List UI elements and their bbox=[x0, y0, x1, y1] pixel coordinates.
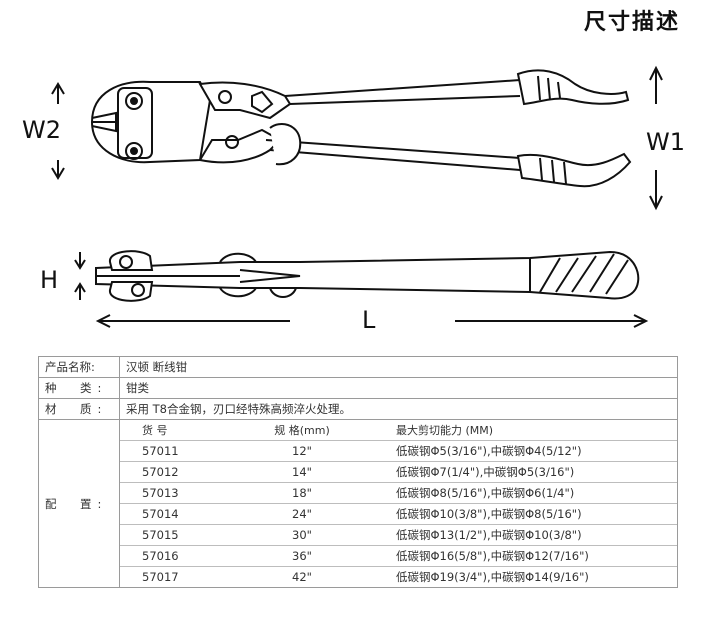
product-material-row: 材 质: 采用 T8合金钢，刃口经特殊高频淬火处理。 bbox=[38, 398, 678, 420]
w1-label: W1 bbox=[646, 128, 685, 156]
product-type-row: 种 类: 钳类 bbox=[38, 377, 678, 399]
item-code: 57015 bbox=[120, 524, 238, 546]
item-size: 12" bbox=[238, 440, 366, 462]
item-size: 24" bbox=[238, 503, 366, 525]
item-size: 14" bbox=[238, 461, 366, 483]
product-name-label: 产品名称: bbox=[38, 356, 120, 378]
item-capacity: 低碳钢Φ5(3/16"),中碳钢Φ4(5/12") bbox=[366, 440, 677, 462]
item-code: 57011 bbox=[120, 440, 238, 462]
product-config-row: 配 置: 货 号 规 格(mm) 最大剪切能力 (MM) 57011 12" 低… bbox=[38, 419, 678, 588]
table-row: 57014 24" 低碳钢Φ10(3/8"),中碳钢Φ8(5/16") bbox=[120, 503, 677, 525]
product-name-row: 产品名称: 汉顿 断线钳 bbox=[38, 356, 678, 378]
spec-table: 产品名称: 汉顿 断线钳 种 类: 钳类 材 质: 采用 T8合金钢，刃口经特殊… bbox=[38, 356, 678, 588]
item-capacity: 低碳钢Φ16(5/8"),中碳钢Φ12(7/16") bbox=[366, 545, 677, 567]
product-type-label: 种 类: bbox=[38, 377, 120, 399]
product-config-label: 配 置: bbox=[38, 419, 120, 588]
table-row: 57017 42" 低碳钢Φ19(3/4"),中碳钢Φ14(9/16") bbox=[120, 567, 677, 588]
item-code: 57017 bbox=[142, 570, 179, 584]
config-table: 货 号 规 格(mm) 最大剪切能力 (MM) 57011 12" 低碳钢Φ5(… bbox=[120, 420, 677, 587]
bolt-cutter-diagram bbox=[51, 65, 663, 328]
bolt-icon bbox=[125, 92, 143, 110]
item-capacity: 低碳钢Φ19(3/4"),中碳钢Φ14(9/16") bbox=[396, 570, 589, 584]
item-size: 30" bbox=[238, 524, 366, 546]
item-code: 57016 bbox=[120, 545, 238, 567]
item-size: 42" bbox=[292, 570, 312, 584]
item-code: 57014 bbox=[120, 503, 238, 525]
header-size: 规 格(mm) bbox=[238, 420, 366, 441]
header-capacity: 最大剪切能力 (MM) bbox=[366, 420, 677, 441]
config-header-row: 货 号 规 格(mm) 最大剪切能力 (MM) bbox=[120, 420, 677, 441]
item-code: 57013 bbox=[120, 482, 238, 504]
item-code: 57012 bbox=[120, 461, 238, 483]
bolt-icon bbox=[125, 142, 143, 160]
h-label: H bbox=[40, 266, 59, 294]
item-capacity: 低碳钢Φ10(3/8"),中碳钢Φ8(5/16") bbox=[366, 503, 677, 525]
product-type-value: 钳类 bbox=[119, 377, 678, 399]
table-row: 57011 12" 低碳钢Φ5(3/16"),中碳钢Φ4(5/12") bbox=[120, 440, 677, 462]
item-size: 18" bbox=[238, 482, 366, 504]
item-capacity: 低碳钢Φ7(1/4"),中碳钢Φ5(3/16") bbox=[366, 461, 677, 483]
product-material-label: 材 质: bbox=[38, 398, 120, 420]
l-label: L bbox=[362, 306, 376, 334]
table-row: 57013 18" 低碳钢Φ8(5/16"),中碳钢Φ6(1/4") bbox=[120, 482, 677, 504]
item-size: 36" bbox=[238, 545, 366, 567]
header-code: 货 号 bbox=[120, 420, 238, 441]
item-capacity: 低碳钢Φ13(1/2"),中碳钢Φ10(3/8") bbox=[366, 524, 677, 546]
product-material-value: 采用 T8合金钢，刃口经特殊高频淬火处理。 bbox=[119, 398, 678, 420]
table-row: 57016 36" 低碳钢Φ16(5/8"),中碳钢Φ12(7/16") bbox=[120, 545, 677, 567]
table-row: 57012 14" 低碳钢Φ7(1/4"),中碳钢Φ5(3/16") bbox=[120, 461, 677, 483]
page-title: 尺寸描述 bbox=[583, 9, 680, 35]
item-capacity: 低碳钢Φ8(5/16"),中碳钢Φ6(1/4") bbox=[366, 482, 677, 504]
w2-label: W2 bbox=[22, 116, 61, 144]
product-name-value: 汉顿 断线钳 bbox=[119, 356, 678, 378]
table-row: 57015 30" 低碳钢Φ13(1/2"),中碳钢Φ10(3/8") bbox=[120, 524, 677, 546]
